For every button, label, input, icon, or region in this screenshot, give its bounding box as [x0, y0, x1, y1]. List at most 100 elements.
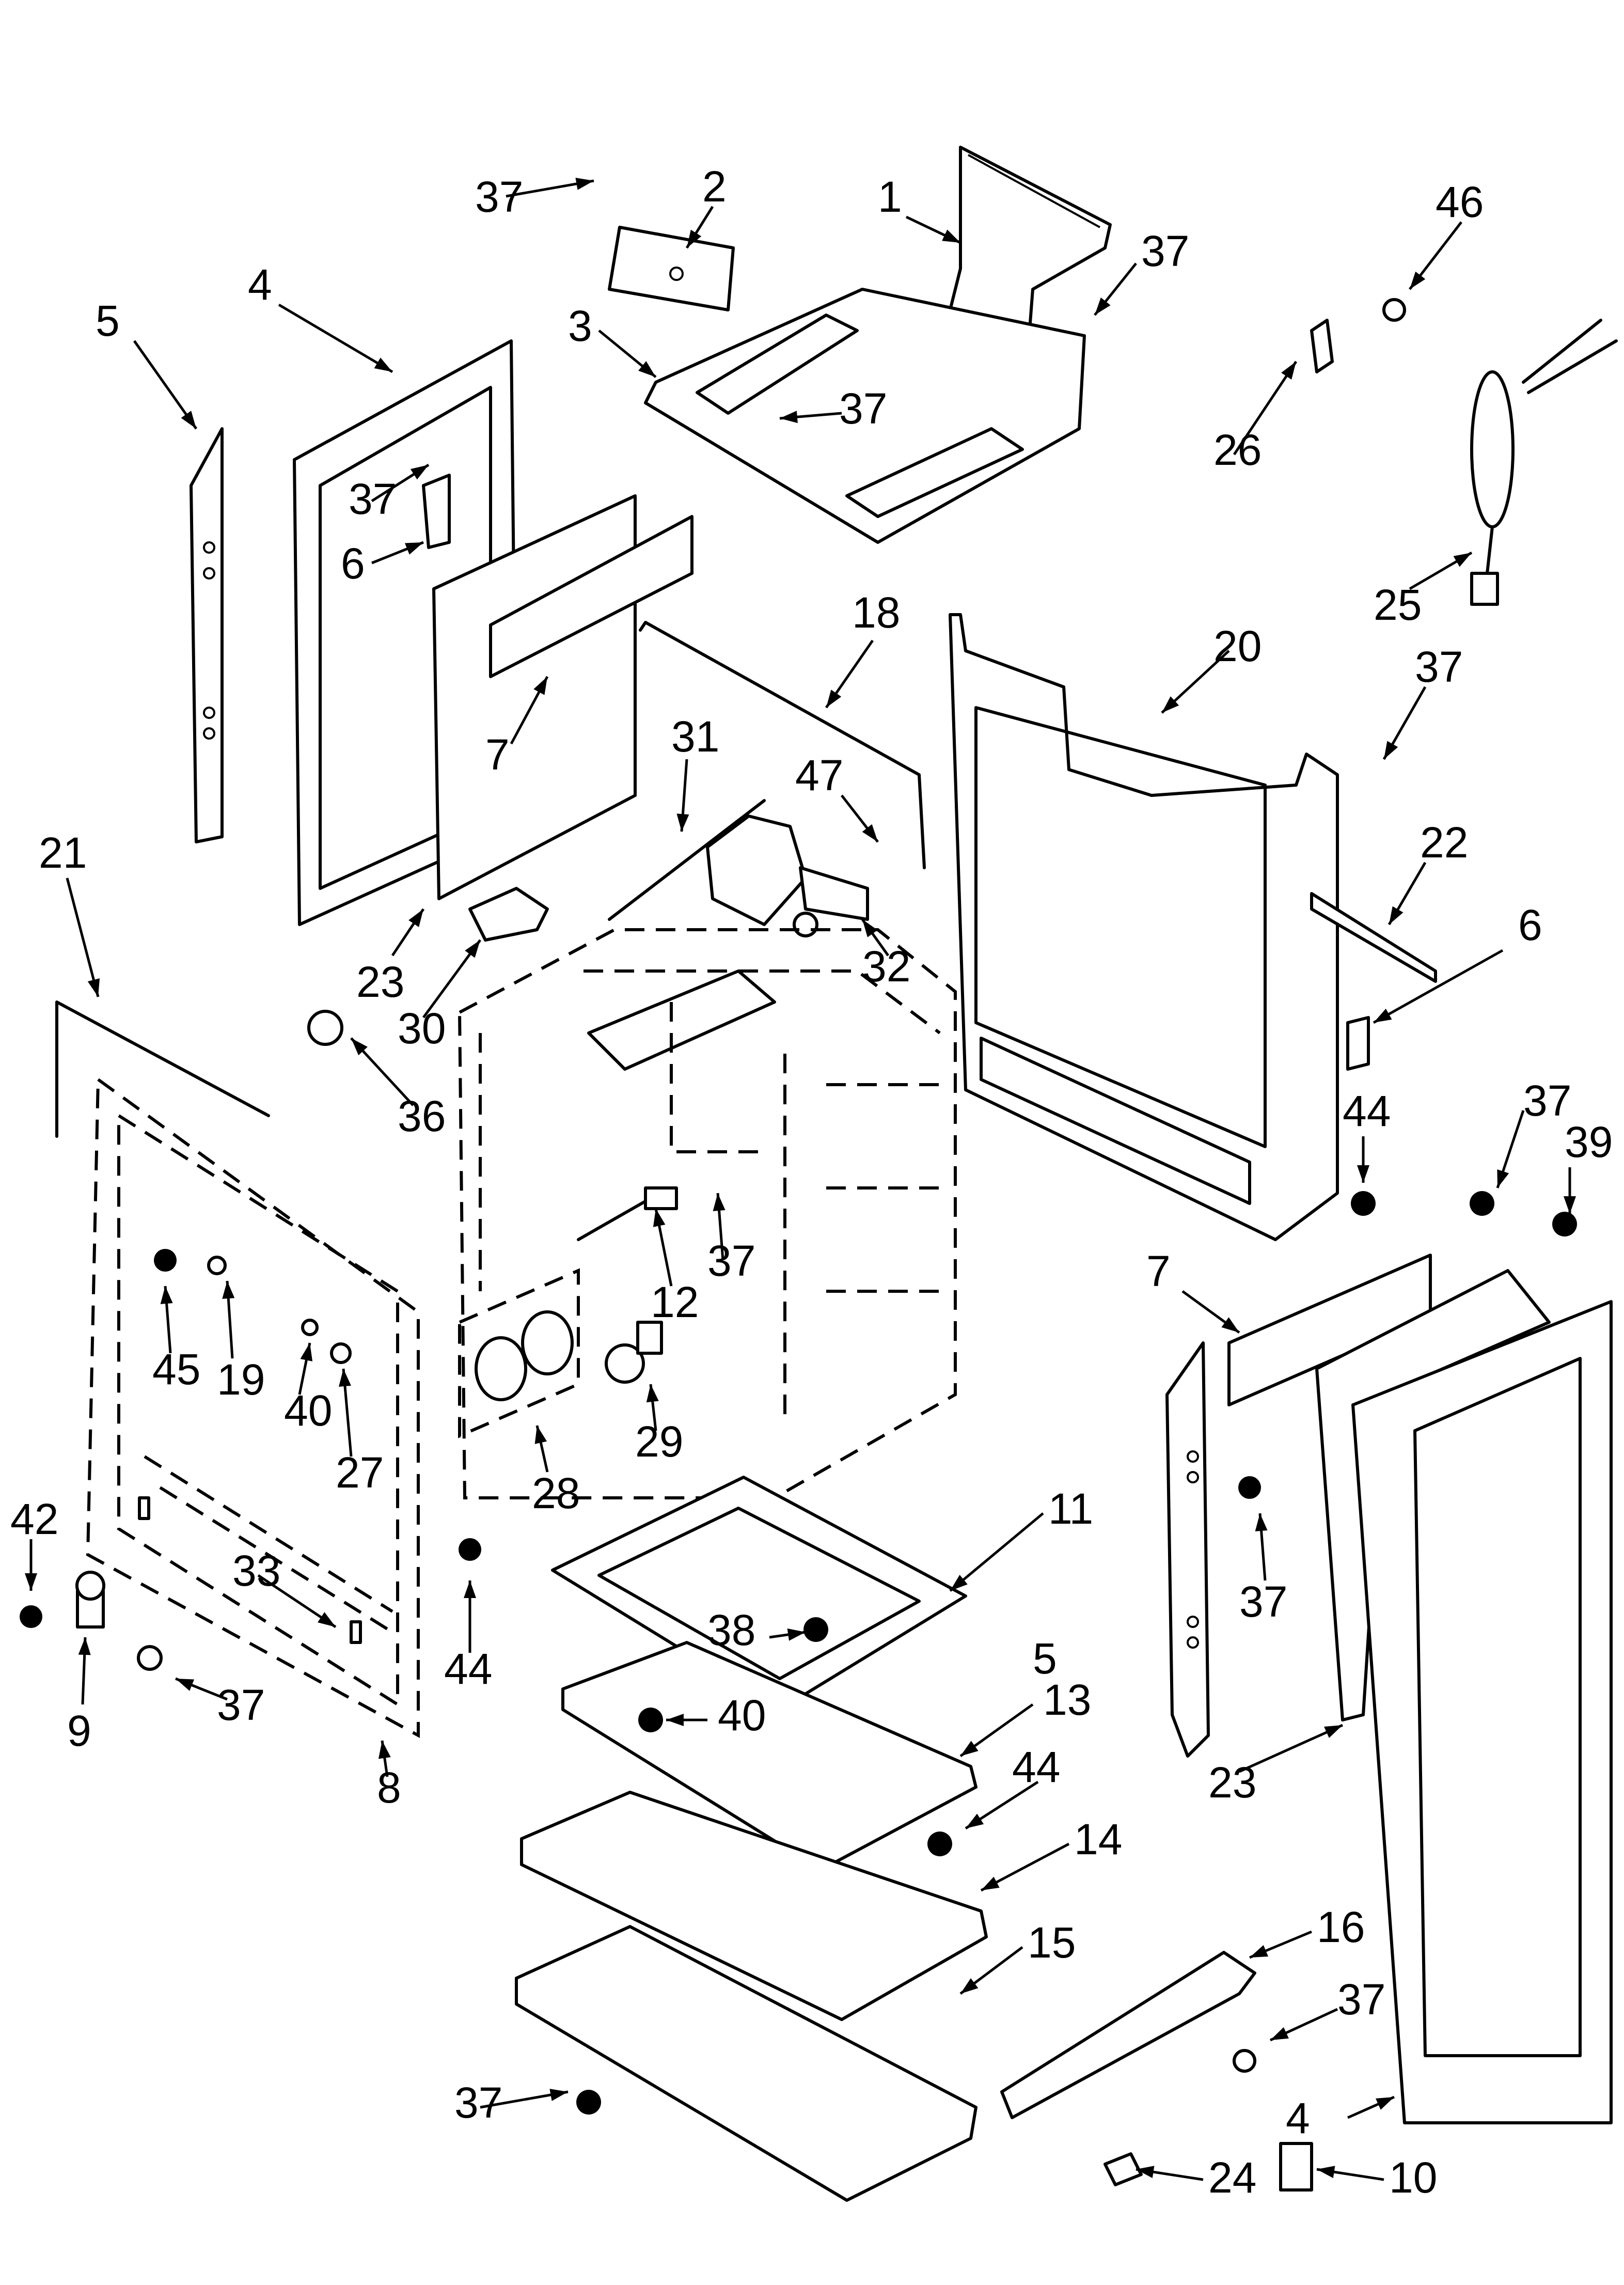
leader-arrowhead	[1389, 906, 1404, 925]
part-valve-32	[706, 815, 869, 937]
leader-line	[1233, 361, 1298, 456]
leader-arrowhead	[404, 542, 423, 555]
callout-1: 1	[878, 173, 902, 221]
part-clip-33	[138, 1496, 362, 1644]
leader-arrowhead	[638, 361, 656, 377]
callout-37b: 37	[1141, 227, 1189, 275]
callout-20: 20	[1213, 622, 1262, 670]
leader-arrowhead	[676, 813, 689, 832]
callout-45: 45	[152, 1345, 200, 1394]
leader-arrowhead	[1376, 2097, 1394, 2110]
leader-arrowhead	[549, 2089, 568, 2101]
leader-arrowhead	[1317, 2166, 1335, 2179]
part-wire-31	[608, 799, 766, 921]
callout-27: 27	[336, 1448, 384, 1497]
leader-arrowhead	[960, 1978, 979, 1994]
part-screw-42	[20, 1605, 42, 1628]
callout-40b: 40	[718, 1691, 766, 1740]
callout-3: 3	[568, 302, 592, 350]
part-bracket-6-left	[422, 474, 451, 549]
leader-arrowhead	[181, 411, 196, 429]
callout-labels: 1 2 3 4 4 5 5 6 6 7 7 8 9 10 11 12 13 14…	[10, 162, 1613, 2202]
leader-arrowhead	[862, 919, 878, 937]
part-screw-40-left	[301, 1319, 319, 1336]
part-screw-45	[154, 1249, 177, 1272]
part-screw-44-left	[459, 1538, 481, 1561]
part-screw-38	[803, 1617, 828, 1642]
part-rear-panel-20	[949, 613, 1339, 1241]
leader-arrowhead	[981, 1876, 1000, 1890]
part-screw-37-trim	[1238, 1476, 1261, 1499]
leader-arrowhead	[1136, 2166, 1155, 2179]
callout-21: 21	[39, 828, 87, 877]
part-igniter-12	[577, 1186, 678, 1241]
part-screw-46	[1382, 298, 1406, 322]
leader-arrowhead	[687, 229, 702, 248]
callout-11: 11	[1048, 1484, 1093, 1533]
callout-37c: 37	[839, 384, 887, 433]
callout-23a: 23	[356, 958, 404, 1006]
leader-arrowhead	[25, 1573, 37, 1591]
part-screw-44-right	[1351, 1191, 1376, 1216]
leader-arrowhead	[787, 1628, 806, 1641]
callout-37h: 37	[1239, 1577, 1287, 1626]
part-side-trim-5-right	[1165, 1341, 1210, 1758]
leader-arrowhead	[1270, 2027, 1289, 2040]
callout-33: 33	[232, 1546, 280, 1595]
callout-23b: 23	[1208, 1758, 1256, 1807]
callout-42: 42	[10, 1495, 58, 1543]
part-side-panel-4-right	[1351, 1300, 1613, 2124]
leader-arrowhead	[653, 1209, 666, 1227]
part-leveling-rail-16	[1000, 1951, 1256, 2119]
leader-arrowhead	[87, 978, 100, 997]
callout-19: 19	[217, 1355, 265, 1404]
leader-arrowhead	[1564, 1196, 1576, 1214]
leader-arrowhead	[1255, 1513, 1268, 1531]
callout-44c: 44	[1012, 1743, 1060, 1791]
callout-10: 10	[1389, 2153, 1437, 2202]
leader-arrowhead	[78, 1637, 91, 1655]
callout-44a: 44	[1343, 1087, 1391, 1135]
leader-arrowhead	[374, 357, 392, 372]
part-screw-37-rail	[1233, 2049, 1256, 2073]
part-side-trim-5-left	[190, 427, 224, 843]
part-bulb-29	[605, 1321, 663, 1384]
callout-39: 39	[1565, 1118, 1613, 1166]
part-leveler-9	[75, 1571, 105, 1629]
callout-37i: 37	[217, 1681, 265, 1729]
part-screw-19	[207, 1256, 227, 1275]
part-screw-37-right	[1470, 1191, 1494, 1216]
callout-37k: 37	[454, 2078, 502, 2127]
part-drawer-14	[520, 1791, 988, 2021]
leader-arrowhead	[575, 178, 594, 190]
callout-37e: 37	[1415, 643, 1463, 691]
leader-arrowhead	[1497, 1169, 1509, 1188]
callout-44b: 44	[444, 1645, 492, 1693]
callout-4a: 4	[248, 260, 272, 309]
part-hinge-30	[468, 887, 549, 942]
leader-arrowhead	[534, 1426, 547, 1444]
leader-arrowhead	[966, 1813, 984, 1828]
callout-4b: 4	[1286, 2094, 1310, 2142]
leader-arrowhead	[1357, 1165, 1369, 1183]
callout-8: 8	[377, 1763, 401, 1812]
part-front-frame-8	[86, 1076, 420, 1739]
callout-40a: 40	[284, 1386, 332, 1435]
callout-15: 15	[1028, 1918, 1076, 1967]
callout-22: 22	[1420, 818, 1468, 867]
callout-37j: 37	[1337, 1975, 1385, 2024]
callout-25: 25	[1374, 581, 1422, 629]
leader-lines	[25, 178, 1576, 2181]
leader-arrowhead	[780, 411, 798, 424]
leader-arrowhead	[408, 909, 423, 927]
leader-line	[133, 340, 198, 430]
leader-arrowhead	[176, 1679, 195, 1691]
part-broiler-pan-13	[561, 1641, 977, 1871]
part-insulation-7-left	[432, 494, 693, 900]
callout-28: 28	[532, 1469, 580, 1517]
leader-line	[1373, 949, 1504, 1024]
callout-6b: 6	[1518, 901, 1542, 949]
leader-arrowhead	[666, 1714, 684, 1726]
callout-36: 36	[398, 1092, 446, 1140]
